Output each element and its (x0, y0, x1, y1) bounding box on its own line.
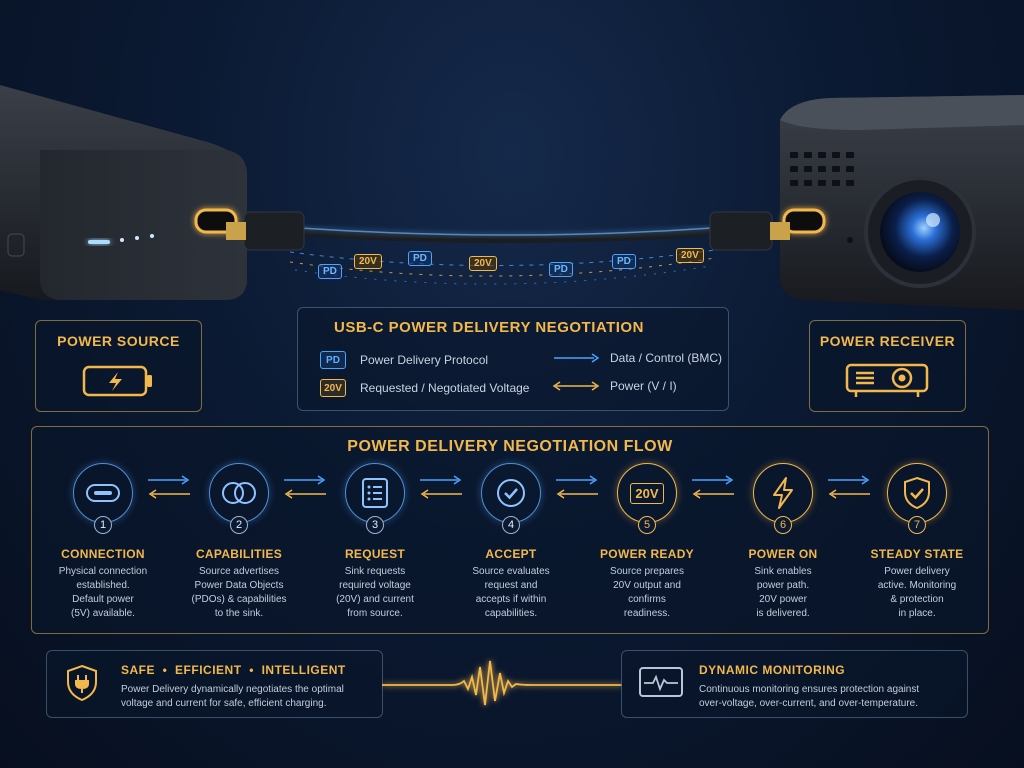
cable-tag-20v: 20V (676, 248, 704, 263)
lightning-icon (773, 477, 793, 509)
data-arrow-icon (554, 353, 600, 363)
flow-step-capabilities: 2 CAPABILITIES Source advertises Power D… (179, 463, 299, 621)
safety-info-panel: SAFE • EFFICIENT • INTELLIGENT Power Del… (46, 650, 383, 718)
pd-legend-text: Power Delivery Protocol (360, 353, 489, 367)
cable-tag-pd: PD (612, 254, 636, 269)
legend-voltage-row: 20V Requested / Negotiated Voltage (320, 379, 529, 397)
step-title: POWER ON (748, 547, 818, 561)
data-legend-text: Data / Control (BMC) (610, 351, 723, 365)
battery-charging-icon (82, 365, 152, 397)
step-number: 4 (502, 516, 520, 534)
flow-step-connection: 1 CONNECTION Physical connection establi… (43, 463, 163, 621)
step-description: Source evaluates request and accepts if … (472, 566, 550, 619)
step-description: Power delivery active. Monitoring & prot… (877, 566, 957, 619)
bidirectional-arrows-icon (692, 475, 734, 499)
monitoring-info-panel: DYNAMIC MONITORING Continuous monitoring… (621, 650, 968, 718)
flow-step-request: 3 REQUEST Sink requests required voltage… (315, 463, 435, 621)
step-number: 7 (908, 516, 926, 534)
step-title: REQUEST (344, 547, 406, 561)
step-description: Sink enables power path. 20V power is de… (754, 566, 812, 619)
bidirectional-arrows-icon (284, 475, 326, 499)
step-description: Physical connection established. Default… (58, 566, 148, 619)
step-icon-circle: 1 (73, 463, 133, 534)
power-receiver-label: POWER RECEIVER (819, 333, 956, 349)
check-circle-icon (497, 479, 525, 507)
step-number: 3 (366, 516, 384, 534)
monitor-waveform-icon (639, 667, 683, 697)
cable-tag-20v: 20V (354, 254, 382, 269)
power-legend-text: Power (V / I) (610, 379, 677, 393)
shield-plug-icon (67, 664, 97, 702)
step-description: Sink requests required voltage (20V) and… (336, 566, 414, 619)
legend-panel: USB-C POWER DELIVERY NEGOTIATION PD Powe… (297, 307, 729, 411)
step-title: ACCEPT (485, 547, 537, 561)
step-description: Source prepares 20V output and confirms … (610, 566, 684, 619)
pd-chip: PD (320, 351, 346, 369)
flow-step-power-on: 6 POWER ON Sink enables power path. 20V … (723, 463, 843, 621)
projector-icon (845, 363, 929, 397)
safety-text: Power Delivery dynamically negotiates th… (121, 684, 344, 709)
voltage-legend-text: Requested / Negotiated Voltage (360, 381, 530, 395)
cable-tag-pd: PD (318, 264, 342, 279)
bidirectional-arrows-icon (148, 475, 190, 499)
flow-title: POWER DELIVERY NEGOTIATION FLOW (347, 438, 673, 455)
projector-device (780, 95, 1024, 310)
safety-title: SAFE • EFFICIENT • INTELLIGENT (121, 663, 346, 677)
step-title: POWER READY (600, 547, 694, 561)
legend-data-row: Data / Control (BMC) (552, 351, 722, 365)
monitoring-title: DYNAMIC MONITORING (699, 663, 846, 677)
usb-c-port-icon (86, 484, 120, 502)
step-number: 2 (230, 516, 248, 534)
power-source-panel: POWER SOURCE (35, 320, 202, 412)
step-number: 1 (94, 516, 112, 534)
checklist-icon (362, 478, 388, 508)
step-description: Source advertises Power Data Objects (PD… (191, 566, 287, 619)
step-number: 6 (774, 516, 792, 534)
flow-step-power-ready: 20V 5 POWER READY Source prepares 20V ou… (587, 463, 707, 621)
waveform-graphic (382, 660, 622, 706)
bidirectional-arrows-icon (556, 475, 598, 499)
legend-pd-row: PD Power Delivery Protocol (320, 351, 488, 369)
power-source-label: POWER SOURCE (57, 333, 180, 349)
step-icon-circle: 2 (209, 463, 269, 534)
flow-step-steady-state: 7 STEADY STATE Power delivery active. Mo… (857, 463, 977, 621)
cable-tag-pd: PD (549, 262, 573, 277)
step-icon-circle: 7 (887, 463, 947, 534)
cable-tag-20v: 20V (469, 256, 497, 271)
bidirectional-arrows-icon (420, 475, 462, 499)
voltage-chip: 20V (320, 379, 346, 397)
step-title: CONNECTION (61, 547, 145, 561)
step-icon-circle: 4 (481, 463, 541, 534)
flow-step-accept: 4 ACCEPT Source evaluates request and ac… (451, 463, 571, 621)
legend-title: USB-C POWER DELIVERY NEGOTIATION (334, 319, 644, 336)
power-arrow-icon (552, 381, 600, 391)
step-number: 5 (638, 516, 656, 534)
hardware-illustration (0, 85, 1024, 310)
power-receiver-panel: POWER RECEIVER (809, 320, 966, 412)
legend-power-row: Power (V / I) (552, 379, 677, 393)
step-title: CAPABILITIES (195, 547, 283, 561)
step-icon-circle: 6 (753, 463, 813, 534)
bidirectional-arrows-icon (828, 475, 870, 499)
shield-check-icon (904, 476, 930, 510)
cable-tag-pd: PD (408, 251, 432, 266)
voltage-20v-icon: 20V (630, 482, 664, 504)
power-bank-device (0, 85, 247, 300)
usb-c-cable (226, 211, 790, 285)
step-title: STEADY STATE (870, 547, 964, 561)
linked-rings-icon (222, 482, 256, 504)
step-icon-circle: 3 (345, 463, 405, 534)
step-icon-circle: 20V 5 (617, 463, 677, 534)
monitoring-text: Continuous monitoring ensures protection… (699, 684, 920, 709)
